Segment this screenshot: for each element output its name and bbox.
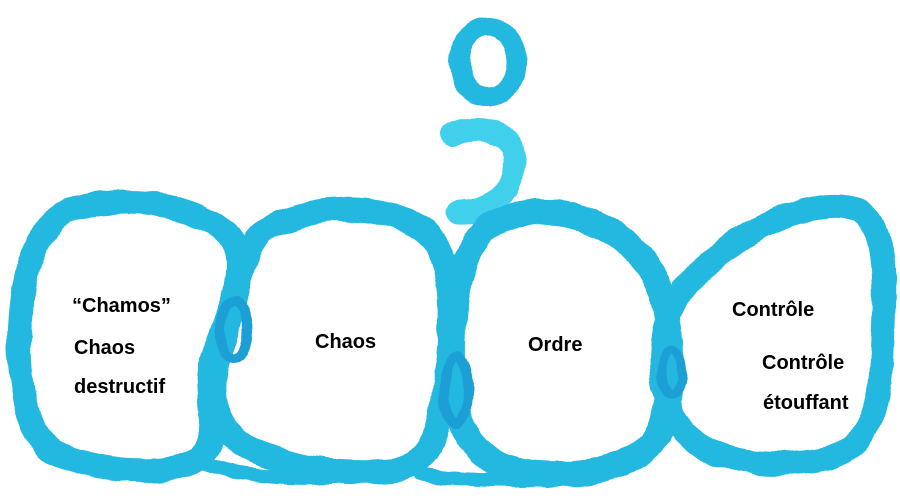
label-controle-etouffant-2: étouffant <box>763 393 849 413</box>
label-chamos-quoted: “Chamos” <box>72 296 171 316</box>
label-controle: Contrôle <box>732 300 814 320</box>
label-chamos-destructif: destructif <box>74 377 165 397</box>
loop-controle-shape <box>662 206 884 463</box>
label-chamos-chaos: Chaos <box>74 338 135 358</box>
top-circle-shape <box>459 27 517 97</box>
label-ordre: Ordre <box>528 335 582 355</box>
label-controle-etouffant-1: Contrôle <box>762 353 844 373</box>
hook-shape <box>452 130 515 213</box>
label-chaos: Chaos <box>315 332 376 352</box>
